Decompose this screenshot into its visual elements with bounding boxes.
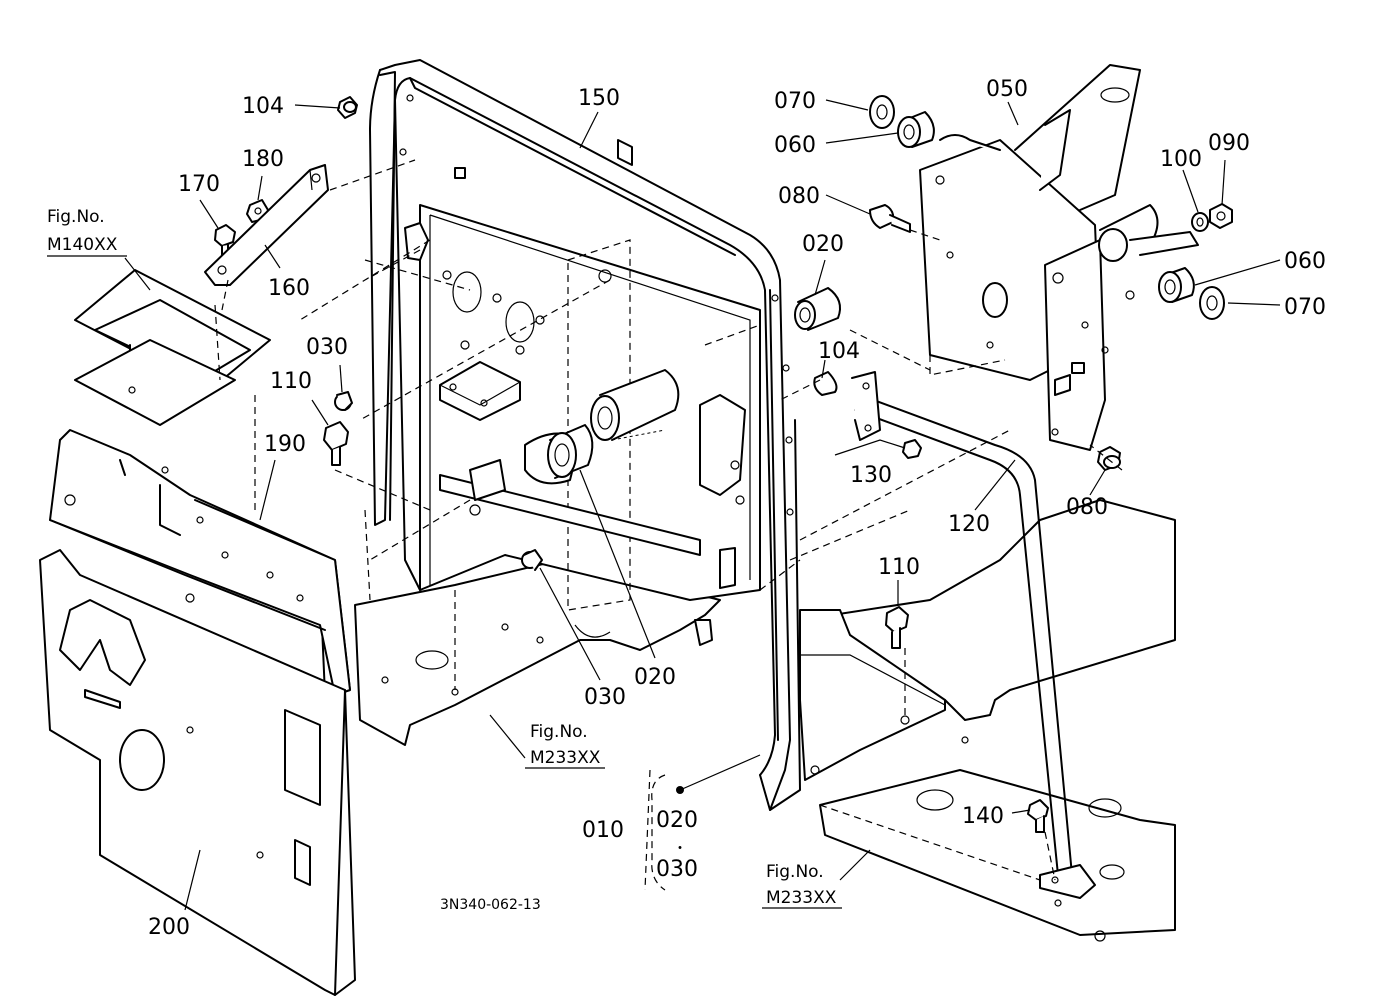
callout-150: 150 xyxy=(578,86,620,111)
callout-070-top: 070 xyxy=(774,89,816,114)
callout-labels: 104 150 180 170 160 030 110 190 200 030 … xyxy=(148,77,1326,940)
washer-070-right xyxy=(1199,286,1225,320)
callout-140: 140 xyxy=(962,804,1004,829)
fig-ref-code: M233XX xyxy=(530,748,601,768)
bolt-110-left xyxy=(323,421,349,466)
figure-ref-m233xx-right: Fig.No. M233XX xyxy=(762,862,842,909)
callout-050: 050 xyxy=(986,77,1028,102)
callout-060-top: 060 xyxy=(774,133,816,158)
bolt-080-top xyxy=(869,204,911,233)
callout-180: 180 xyxy=(242,147,284,172)
drawing-code: 3N340-062-13 xyxy=(440,897,541,913)
nut-090 xyxy=(1209,203,1233,229)
callout-110-left: 110 xyxy=(270,369,312,394)
callout-060-right: 060 xyxy=(1284,249,1326,274)
fig-ref-label: Fig.No. xyxy=(530,722,588,742)
panel-200 xyxy=(39,549,356,996)
callout-030-left: 030 xyxy=(306,335,348,360)
assembly-group-010: 010 020 ・ 030 xyxy=(582,774,698,891)
callout-030-bottom: 030 xyxy=(584,685,626,710)
bushing-060-top xyxy=(897,111,935,148)
callout-090: 090 xyxy=(1208,131,1250,156)
figure-ref-m233xx-left: Fig.No. M233XX xyxy=(525,722,605,769)
bushing-060-right xyxy=(1158,267,1195,303)
frame-150 xyxy=(364,59,911,811)
bolt-110-right xyxy=(885,606,909,649)
bolt-130 xyxy=(902,439,922,459)
figure-ref-m140xx: Fig.No. M140XX xyxy=(47,207,127,257)
bolt-140 xyxy=(1027,799,1049,833)
step-bracket xyxy=(799,609,946,781)
callout-080-bottom: 080 xyxy=(1066,495,1108,520)
fig-ref-code: M233XX xyxy=(766,888,837,908)
spacer-020-right xyxy=(794,287,841,331)
callout-020-bottom: 020 xyxy=(634,665,676,690)
assembly-parent: 010 xyxy=(582,818,624,843)
callout-104-mid: 104 xyxy=(818,339,860,364)
callout-104-top: 104 xyxy=(242,94,284,119)
callout-120: 120 xyxy=(948,512,990,537)
bolt-104-top xyxy=(337,96,358,119)
assembly-member-030: 030 xyxy=(656,857,698,882)
callout-190: 190 xyxy=(264,432,306,457)
bushing-030-lower xyxy=(521,549,543,571)
bracket-160 xyxy=(204,164,329,286)
lever-bracket-050 xyxy=(919,64,1199,451)
washer-070-top xyxy=(869,95,895,129)
fig-ref-label: Fig.No. xyxy=(766,862,824,882)
bushing-center xyxy=(590,369,680,441)
callout-160: 160 xyxy=(268,276,310,301)
washer-100 xyxy=(1191,212,1209,232)
callout-200: 200 xyxy=(148,915,190,940)
callout-130: 130 xyxy=(850,463,892,488)
fig-ref-code: M140XX xyxy=(47,235,118,255)
fig-ref-label: Fig.No. xyxy=(47,207,105,227)
callout-110-right: 110 xyxy=(878,555,920,580)
callout-080-top: 080 xyxy=(778,184,820,209)
leader-lines xyxy=(124,99,1281,911)
callout-070-right: 070 xyxy=(1284,295,1326,320)
bracket-m140xx xyxy=(74,269,271,510)
callout-020-mid: 020 xyxy=(802,232,844,257)
callout-170: 170 xyxy=(178,172,220,197)
bushing-030-left xyxy=(334,391,353,411)
bolt-080-bottom xyxy=(1097,446,1121,471)
assembly-member-020: 020 xyxy=(656,808,698,833)
assembly-separator: ・ xyxy=(673,841,687,857)
callout-100: 100 xyxy=(1160,147,1202,172)
panel-190 xyxy=(49,429,351,696)
bolt-104-mid xyxy=(813,371,838,396)
spacer-020-center xyxy=(524,424,594,485)
